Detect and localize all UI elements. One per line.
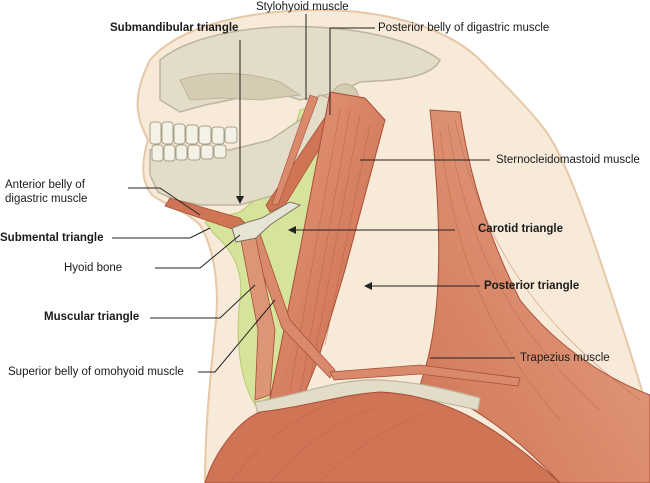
leader-hyoid [155,234,241,269]
arrowhead-carotid [288,226,296,234]
label-anterior-belly-line1: Anterior belly of [5,179,85,191]
hyoid-bone-shape [231,201,302,243]
lower-teeth [151,144,227,162]
label-sternocleidomastoid: Sternocleidomastoid muscle [496,154,640,166]
label-posterior-belly-digastric: Posterior belly of digastric muscle [378,22,550,34]
omohyoid-inferior-belly-shape [329,364,521,387]
leader-anterior-belly [128,187,201,216]
trapezius-fibres [439,119,641,421]
upper-teeth [149,121,238,145]
trapezius-shape [419,109,650,483]
label-hyoid-bone: Hyoid bone [64,262,123,274]
label-anterior-belly-line2: digastric muscle [5,193,88,205]
label-posterior-triangle: Posterior triangle [484,280,580,292]
leader-omohyoid [198,299,276,373]
arrowhead-posterior-triangle [364,282,372,290]
pectoral-fibres [229,399,431,483]
stylohyoid-shape [271,94,319,206]
label-submental-triangle: Submental triangle [0,232,104,244]
leader-arrowheads [236,196,372,290]
label-muscular-triangle: Muscular triangle [44,311,140,323]
label-superior-belly-omohyoid: Superior belly of omohyoid muscle [8,366,184,378]
leader-muscular [150,284,256,319]
label-carotid-triangle: Carotid triangle [478,223,563,235]
label-stylohyoid-muscle: Stylohyoid muscle [256,1,349,13]
pectoral-muscle-shape [204,391,561,483]
leader-submental [112,227,211,239]
label-trapezius: Trapezius muscle [520,352,610,364]
leader-lines [112,14,515,373]
label-submandibular-triangle: Submandibular triangle [110,22,239,34]
arrowhead-submandibular [236,196,244,204]
